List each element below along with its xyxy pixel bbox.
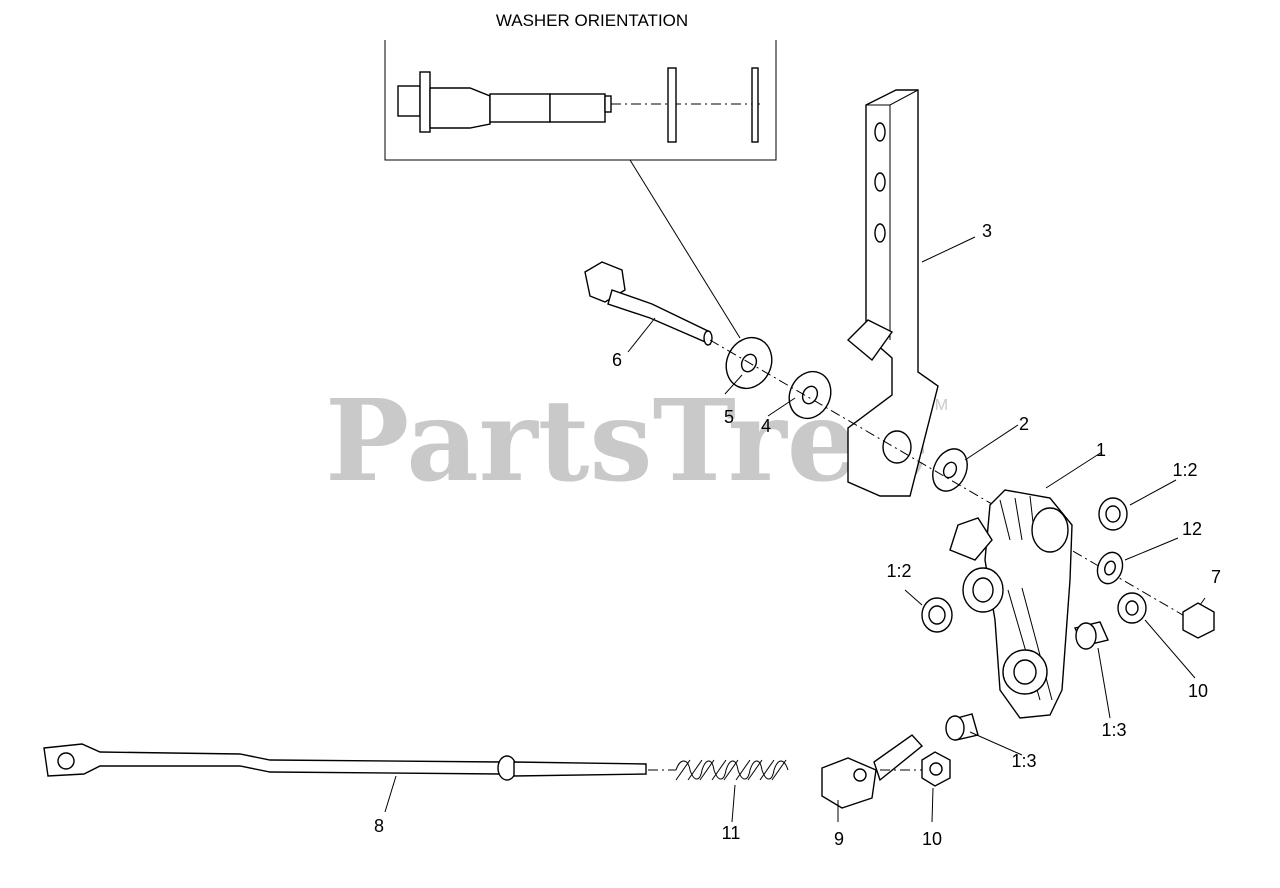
- pivot-lever-part: [949, 489, 1073, 719]
- callout-4: 4: [761, 416, 771, 436]
- callout-8: 8: [374, 816, 384, 836]
- callout-1-2-lower: 1:2: [886, 561, 911, 581]
- callout-10-right: 10: [1188, 681, 1208, 701]
- leader-lines: [384, 236, 1206, 823]
- spring-part: [675, 759, 789, 781]
- callout-2: 2: [1019, 414, 1029, 434]
- callout-1-3-lower: 1:3: [1011, 751, 1036, 771]
- bolt-part: [584, 261, 713, 346]
- hardware-right: [1096, 551, 1215, 639]
- callout-7: 7: [1211, 567, 1221, 587]
- bushing-1-2-parts: [921, 497, 1128, 633]
- callout-1-2-upper: 1:2: [1172, 460, 1197, 480]
- callout-3: 3: [982, 221, 992, 241]
- assembly-axis: [709, 339, 1201, 626]
- callout-6: 6: [612, 350, 622, 370]
- inset-bolt-drawing: [397, 67, 760, 143]
- callout-1: 1: [1096, 440, 1106, 460]
- watermark-text: PartsTree: [325, 376, 929, 507]
- washers: [725, 336, 968, 492]
- inset-leader: [629, 159, 741, 339]
- callout-9: 9: [834, 829, 844, 849]
- control-arm-part: [846, 89, 939, 497]
- washer-orientation-inset: WASHER ORIENTATION: [384, 11, 777, 339]
- inset-title: WASHER ORIENTATION: [496, 11, 688, 30]
- rod-part: [43, 743, 647, 781]
- callout-12: 12: [1182, 519, 1202, 539]
- swivel-part: [821, 734, 924, 809]
- inset-frame: [384, 40, 777, 161]
- flange-nut-lower: [921, 751, 951, 787]
- callout-5: 5: [724, 407, 734, 427]
- callouts: 1 1:2 12 1:2 7 10 1:3 1:3 2 3 4 5 6 8 11…: [374, 221, 1221, 849]
- callout-10-lower: 10: [922, 829, 942, 849]
- callout-11: 11: [722, 823, 741, 843]
- callout-1-3-right: 1:3: [1101, 720, 1126, 740]
